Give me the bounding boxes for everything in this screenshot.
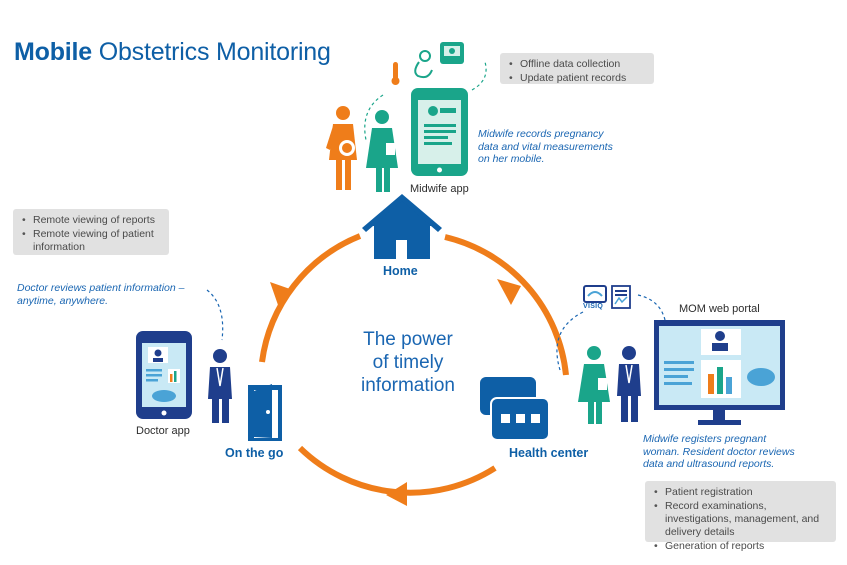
vital-instruments-icon [391,42,464,85]
cycle-arrow-bottom [386,482,407,506]
on-the-go-feature-item: Remote viewing of reports [21,214,161,227]
home-feature-item: Update patient records [508,72,646,85]
caption-line: Midwife registers pregnant [643,433,767,445]
caption-line: woman. Resident doctor reviews [643,445,795,458]
health-center-feature-item: Record examinations, investigations, man… [653,500,828,539]
caption-line: on her mobile. [478,153,545,165]
resident-doctor-figure-icon [617,346,641,422]
doctor-app-label: Doctor app [136,425,190,437]
visiq-label: VISIQ [583,303,604,310]
midwife-dashed-link-right [471,61,487,91]
midwife-dashed-link [364,94,384,141]
report-document-icon [611,285,631,309]
health-dashed-link [556,311,584,371]
web-portal-monitor-icon [654,320,785,425]
cycle-arrow-right [497,279,521,305]
pregnant-woman-icon [326,106,357,190]
portal-dashed-link [637,294,666,321]
cycle-ring [259,233,569,506]
doctor-figure-icon [208,349,232,423]
center-line: of timely [372,352,444,373]
midwife-figure-icon [366,110,398,192]
health-center-features-box: Patient registration Record examinations… [645,481,836,553]
title-regular: Obstetrics Monitoring [98,38,331,66]
stage-label-health-center: Health center [509,446,589,460]
midwife-figure-health-icon [578,346,610,424]
health-center-feature-item: Patient registration [653,486,828,499]
center-statement: The power of timely information [318,328,498,397]
cycle-arrow-left [270,282,290,305]
on-the-go-feature-item: Remote viewing of patient information [21,228,161,254]
home-feature-item: Offline data collection [508,58,646,71]
midwife-phone-icon [411,88,468,176]
page-title: Mobile Obstetrics Monitoring [14,38,331,67]
caption-line: data and ultrasound reports. [643,458,775,470]
home-icon [362,194,442,259]
center-line: The power [363,329,453,350]
stage-label-home: Home [383,264,418,278]
midwife-app-label: Midwife app [410,183,469,195]
web-portal-label: MOM web portal [679,303,760,315]
cycle-arc-health-to-go [297,445,497,496]
caption-line: Midwife records pregnancy [478,128,604,140]
health-center-caption: Midwife registers pregnant woman. Reside… [643,433,795,471]
title-bold: Mobile [14,38,92,66]
caption-line: anytime, anywhere. [17,294,109,307]
home-features-box: Offline data collection Update patient r… [500,53,654,85]
door-icon [248,384,282,441]
midwife-caption: Midwife records pregnancy data and vital… [478,128,613,166]
center-line: information [361,375,455,396]
doctor-caption: Doctor reviews patient information – any… [17,282,185,307]
cycle-arc-go-to-home [259,233,362,363]
health-center-icon [480,377,550,441]
caption-line: data and vital measurements [478,140,613,153]
visiq-device-icon [583,285,607,303]
cycle-arc-home-to-health [444,234,569,376]
on-the-go-features-box: Remote viewing of reports Remote viewing… [13,209,169,255]
health-center-feature-item: Generation of reports [653,540,828,553]
caption-line: Doctor reviews patient information – [17,282,185,294]
doctor-phone-icon [136,331,192,419]
stage-label-on-the-go: On the go [225,446,284,460]
doctor-dashed-link [206,289,224,341]
